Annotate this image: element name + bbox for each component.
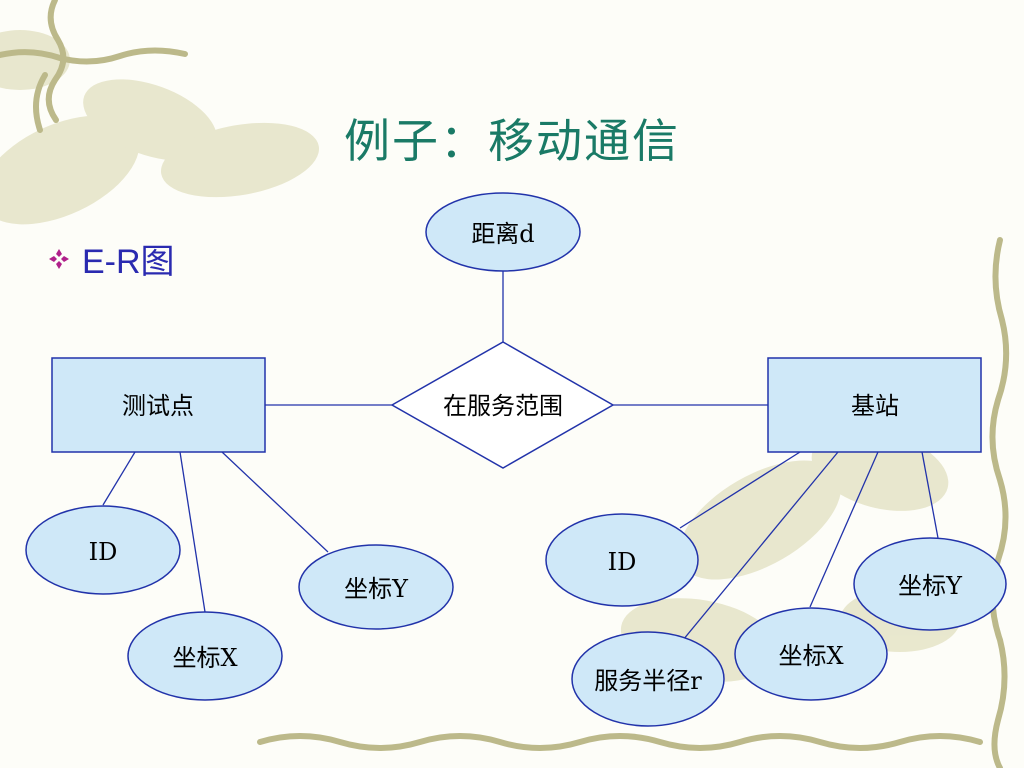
connector-bs-x [809, 451, 879, 608]
connector-tp-x [179, 451, 206, 613]
connector-tp-id [102, 451, 136, 506]
attribute-label: 坐标X [172, 644, 237, 672]
attribute-bs-id: ID [545, 513, 699, 607]
connector-bs-id [679, 451, 801, 529]
attribute-label: 坐标Y [898, 572, 963, 600]
attribute-bs-x: 坐标X [734, 607, 888, 701]
relationship-in-service-range: 在服务范围 [390, 341, 615, 469]
bullet-text: E-R图 [82, 243, 175, 281]
attribute-bs-radius: 服务半径r [571, 631, 725, 727]
connector-lines [102, 270, 939, 641]
bullet-item: E-R图 [48, 234, 175, 283]
entity-test-point: 测试点 [51, 357, 266, 453]
entity-label: 基站 [851, 392, 899, 420]
attribute-label: 坐标X [778, 642, 843, 670]
diamond-bullet-icon [49, 248, 69, 269]
connector-bs-radius [682, 451, 839, 641]
attribute-label: 距离d [471, 220, 534, 248]
attribute-tp-id: ID [25, 505, 181, 595]
relationship-label: 在服务范围 [443, 392, 563, 420]
entity-base-station: 基站 [767, 357, 982, 453]
attribute-tp-y: 坐标Y [298, 544, 454, 630]
attribute-label: ID [608, 548, 637, 576]
entity-label: 测试点 [122, 392, 194, 420]
slide-title: 例子：移动通信 [344, 114, 680, 168]
attribute-distance: 距离d [425, 192, 581, 272]
attribute-label: 坐标Y [344, 575, 409, 603]
attribute-label: ID [89, 538, 118, 566]
attribute-bs-y: 坐标Y [853, 537, 1007, 631]
attribute-label: 服务半径r [594, 667, 702, 695]
connector-tp-y [221, 451, 329, 553]
attribute-tp-x: 坐标X [127, 611, 283, 701]
connector-bs-y [921, 451, 939, 539]
